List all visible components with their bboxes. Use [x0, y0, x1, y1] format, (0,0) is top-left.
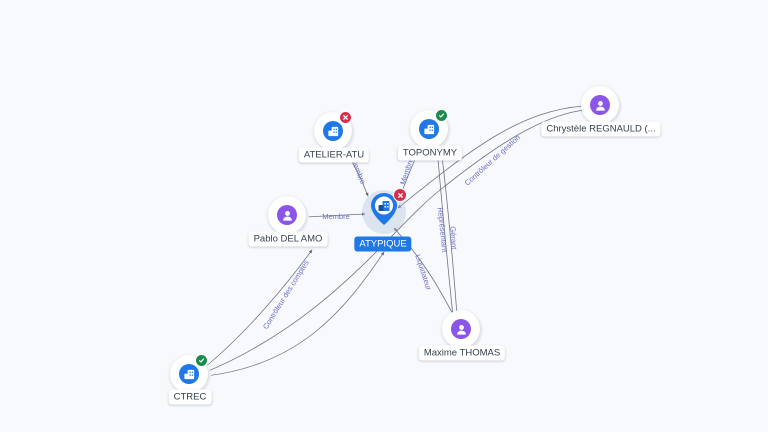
map-pin-icon — [371, 193, 397, 225]
building-icon — [378, 201, 390, 211]
building-icon — [327, 126, 338, 136]
status-ok-badge — [195, 354, 208, 367]
node-label-pablo[interactable]: Pablo DEL AMO — [248, 231, 328, 247]
node-atelier[interactable] — [314, 111, 354, 152]
edge-label: Gérant — [448, 226, 459, 250]
building-icon — [183, 369, 194, 379]
edge-label: Représentant — [436, 207, 450, 254]
edge-label: Liquidateur — [413, 253, 433, 292]
person-icon — [456, 324, 466, 335]
edge-ctrec-chrystele — [205, 108, 586, 373]
node-label-atelier[interactable]: ATELIER-ATU — [298, 147, 370, 163]
edge-maxime-toponymy — [435, 147, 454, 317]
person-icon — [282, 210, 292, 221]
node-chrystele[interactable] — [581, 86, 621, 126]
edge-label: Contrôleur de gestion — [463, 133, 522, 188]
edge-label: Membre — [322, 212, 350, 221]
node-label-maxime[interactable]: Maxime THOMAS — [418, 345, 506, 361]
person-avatar — [590, 95, 610, 115]
cross-icon — [343, 115, 348, 120]
status-ko-badge — [339, 111, 352, 124]
check-icon — [438, 113, 445, 118]
edge-ctrec-pablo — [203, 249, 313, 369]
status-ok-badge — [435, 109, 448, 122]
company-avatar — [179, 364, 199, 384]
person-icon — [595, 100, 605, 111]
edge-label: Contrôleur des comptes — [261, 258, 311, 331]
edge-pablo-central — [304, 212, 366, 218]
central-node-label[interactable]: ATYPIQUE — [354, 236, 412, 252]
node-toponymy[interactable] — [410, 109, 450, 150]
company-avatar — [419, 119, 439, 139]
edge-ctrec-central — [205, 251, 385, 377]
company-avatar — [323, 121, 343, 141]
building-icon — [423, 124, 434, 134]
cross-icon — [397, 192, 403, 198]
edge-label: Membre — [398, 157, 415, 186]
node-label-toponymy[interactable]: TOPONYMY — [397, 145, 463, 161]
node-maxime[interactable] — [442, 310, 482, 350]
node-label-ctrec[interactable]: CTREC — [168, 389, 212, 405]
node-label-chrystele[interactable]: Chrystèle REGNAULD (... — [541, 121, 661, 137]
status-ko-badge — [393, 188, 407, 202]
person-avatar — [451, 319, 471, 339]
person-avatar — [277, 205, 297, 225]
node-ctrec[interactable] — [170, 354, 210, 395]
node-pablo[interactable] — [268, 196, 308, 236]
central-company-node[interactable] — [360, 188, 408, 236]
edge-maxime-toponymy — [439, 147, 458, 316]
edge-chrystele-central — [397, 105, 586, 209]
check-icon — [198, 358, 205, 363]
